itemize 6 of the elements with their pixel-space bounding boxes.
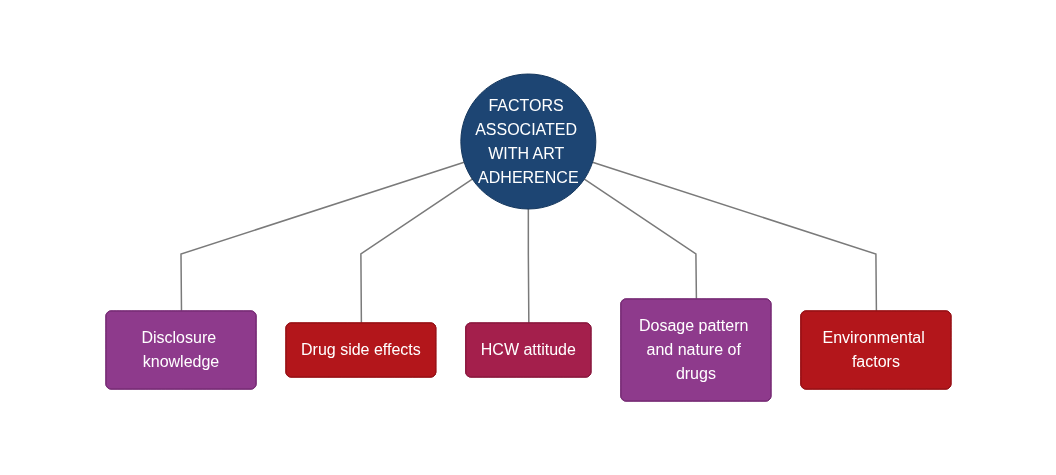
connector: [583, 178, 697, 301]
connector: [527, 208, 530, 325]
connector: [359, 178, 473, 325]
node-circle: FACTORS ASSOCIATED WITH ART ADHERENCE: [459, 73, 596, 210]
connector: [591, 161, 877, 313]
connector: [179, 161, 465, 313]
